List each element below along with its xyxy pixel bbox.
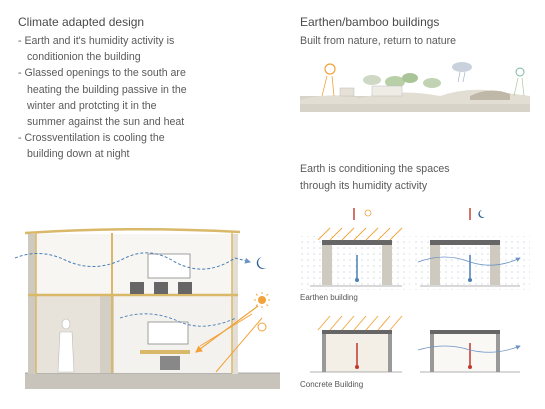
concrete-building-label: Concrete Building (300, 380, 364, 389)
earthen-building-night (412, 208, 530, 290)
concrete-building-sun (310, 315, 403, 373)
left-title: Climate adapted design (18, 15, 145, 29)
landscape-illustration (300, 62, 530, 112)
bullet-1-line-1: - Earth and it's humidity activity is (18, 35, 175, 47)
bullet-2-line-1: - Glassed openings to the south are (18, 67, 186, 80)
earthen-building-label: Earthen building (300, 293, 358, 302)
right-subtitle: Built from nature, return to nature (300, 35, 457, 47)
building-section (14, 227, 280, 389)
bullet-2-line-3: winter and protcting it in the (27, 99, 157, 112)
earth-conditioning-line-1: Earth is conditioning the spaces (300, 163, 450, 175)
bullet-list: - Earth and it's humidity activity is co… (18, 33, 187, 163)
earth-conditioning-line-2: through its humidity activity (300, 180, 428, 192)
concrete-building-night (417, 330, 521, 373)
right-title: Earthen/bamboo buildings (300, 15, 440, 29)
earthen-building-sun (300, 208, 410, 290)
bullet-3-line-2: building down at night (27, 148, 130, 161)
bullet-2-line-4: summer against the sun and heat (27, 116, 185, 129)
bullet-3-line-1: - Crossventilation is cooling the (18, 132, 165, 145)
bullet-1-line-2: conditionion the building (27, 51, 141, 64)
bullet-2-line-2: heating the building passive in the (27, 83, 187, 96)
